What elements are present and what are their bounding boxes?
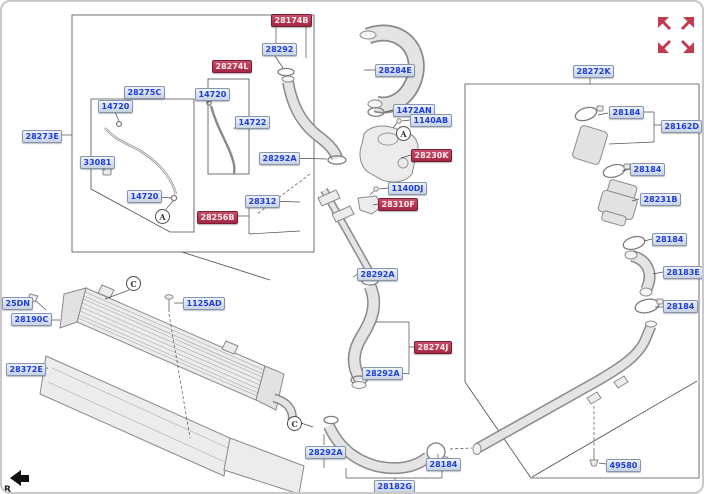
- expand-icon[interactable]: [658, 17, 694, 53]
- part-label-28275c[interactable]: 28275C: [124, 86, 165, 99]
- part-label-28190c[interactable]: 28190C: [11, 313, 52, 326]
- part-label-28183e[interactable]: 28183E: [663, 266, 702, 279]
- part-label-28292a[interactable]: 28292A: [362, 367, 404, 380]
- fr-direction-arrow: [10, 470, 29, 486]
- part-label-28162d[interactable]: 28162D: [661, 120, 702, 133]
- part-label-33081[interactable]: 33081: [80, 156, 115, 169]
- part-label-28292[interactable]: 28292: [262, 43, 297, 56]
- part-label-49580[interactable]: 49580: [606, 459, 641, 472]
- part-label-28292a[interactable]: 28292A: [305, 446, 347, 459]
- leader-lines: [22, 26, 664, 480]
- part-label-28184[interactable]: 28184: [630, 163, 665, 176]
- dashed-leaders: [168, 173, 595, 450]
- part-label-28272k[interactable]: 28272K: [573, 65, 615, 78]
- part-label-1140ab[interactable]: 1140AB: [410, 114, 452, 127]
- part-label-14720[interactable]: 14720: [195, 88, 230, 101]
- part-label-28184[interactable]: 28184: [426, 458, 461, 471]
- part-label-28274l[interactable]: 28274L: [212, 60, 252, 73]
- group-boxes: [71, 14, 700, 479]
- part-label-28292a[interactable]: 28292A: [357, 268, 399, 281]
- part-label-1140dj[interactable]: 1140DJ: [388, 182, 427, 195]
- part-label-28182g[interactable]: 28182G: [374, 480, 416, 492]
- part-label-28256b[interactable]: 28256B: [197, 211, 238, 224]
- fr-label: R: [4, 485, 11, 494]
- callout-marker-c: C: [287, 416, 302, 431]
- part-label-28372e[interactable]: 28372E: [6, 363, 47, 376]
- callout-marker-a: A: [396, 126, 411, 141]
- part-label-28284e[interactable]: 28284E: [375, 64, 416, 77]
- part-label-28292a[interactable]: 28292A: [259, 152, 301, 165]
- callout-marker-c: C: [126, 276, 141, 291]
- part-label-1125ad[interactable]: 1125AD: [183, 297, 226, 310]
- part-label-14720[interactable]: 14720: [98, 100, 133, 113]
- callout-marker-a: A: [155, 209, 170, 224]
- part-label-25dn[interactable]: 25DN: [2, 297, 34, 310]
- part-label-28184[interactable]: 28184: [652, 233, 687, 246]
- part-label-28230k[interactable]: 28230K: [411, 149, 453, 162]
- part-label-28174b[interactable]: 28174B: [271, 14, 312, 27]
- part-label-14720[interactable]: 14720: [127, 190, 162, 203]
- part-label-28184[interactable]: 28184: [663, 300, 698, 313]
- part-label-28273e[interactable]: 28273E: [22, 130, 63, 143]
- part-label-28274j[interactable]: 28274J: [414, 341, 452, 354]
- part-label-28312[interactable]: 28312: [245, 195, 280, 208]
- part-label-28310f[interactable]: 28310F: [378, 198, 419, 211]
- part-label-28184[interactable]: 28184: [609, 106, 644, 119]
- part-label-28231b[interactable]: 28231B: [640, 193, 681, 206]
- part-label-14722[interactable]: 14722: [235, 116, 270, 129]
